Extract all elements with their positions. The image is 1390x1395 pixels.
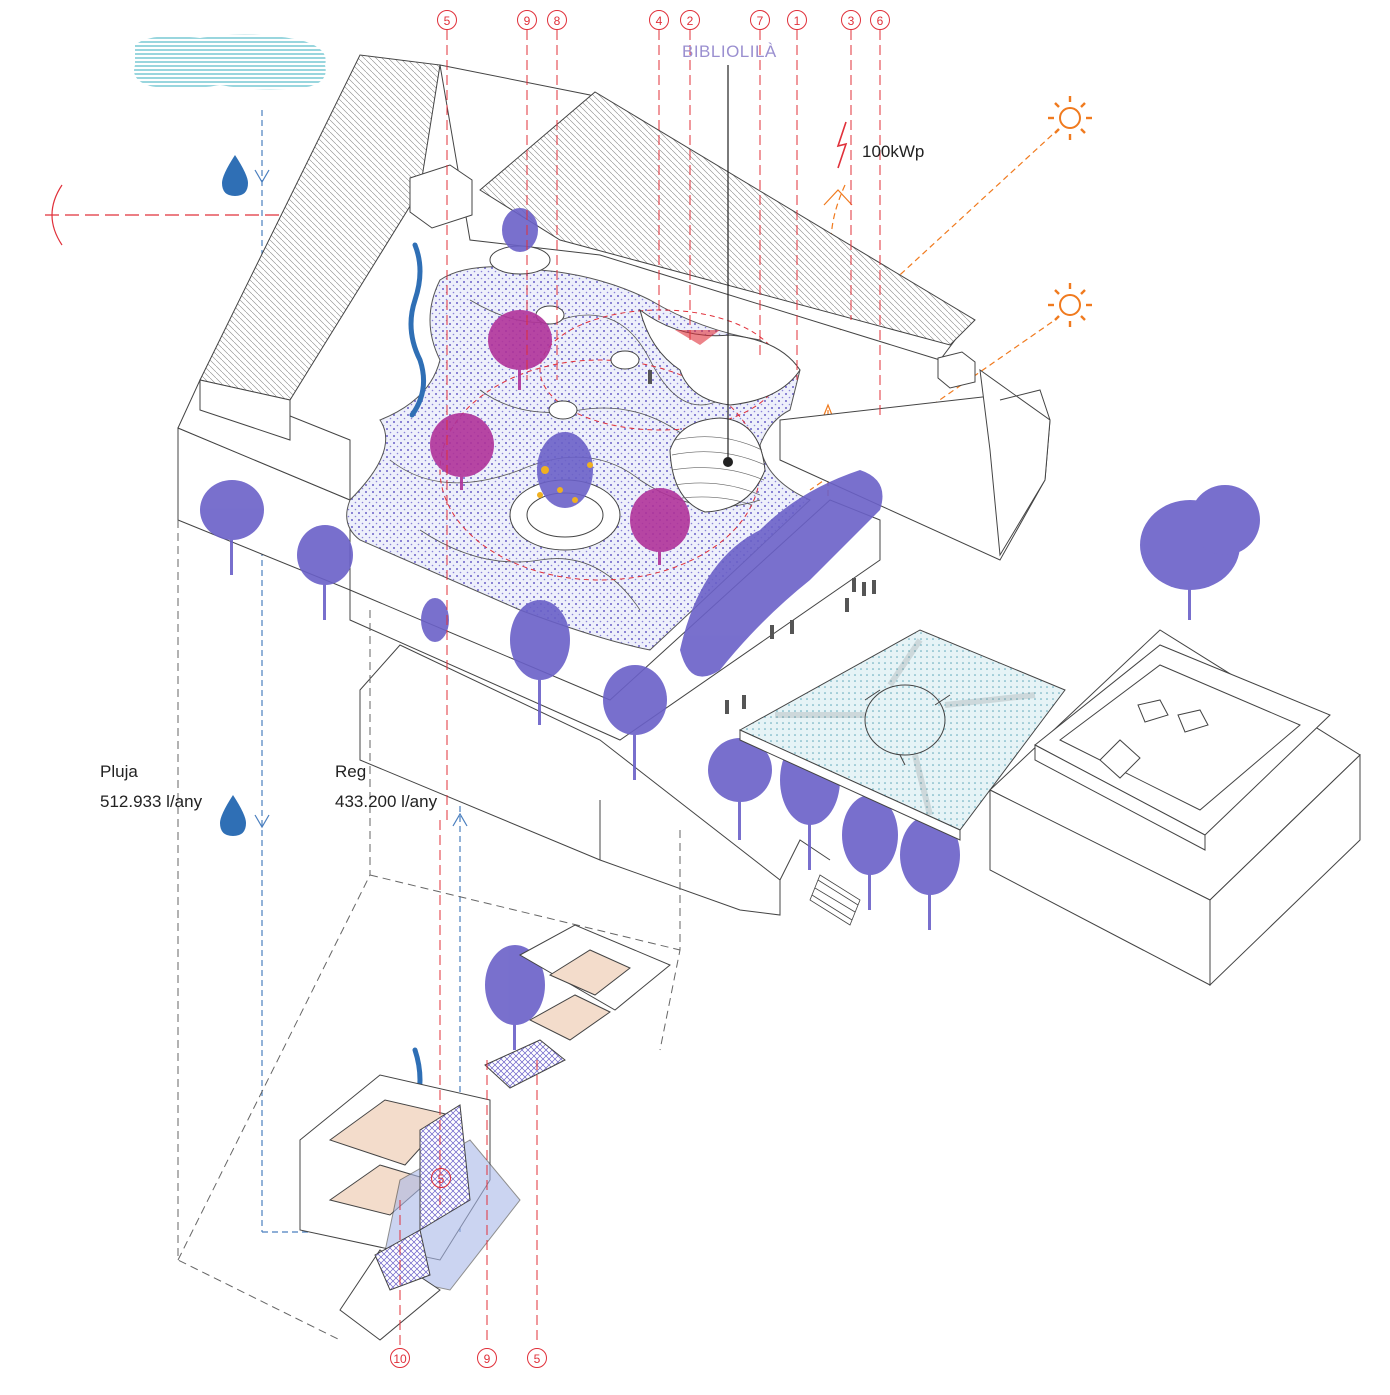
plaza <box>738 629 1066 841</box>
irrigation-label: Reg <box>335 762 367 781</box>
right-building <box>989 629 1361 987</box>
trees <box>200 208 1260 1050</box>
rain-drop-icon-lower <box>220 795 246 836</box>
underground-outline <box>177 520 681 1341</box>
section-marker-top-4: 4 <box>649 10 669 30</box>
lightning-icon <box>836 121 848 169</box>
irrigation-value: 433.200 l/any <box>335 792 438 811</box>
section-lines <box>399 30 881 1345</box>
underground-rooms <box>299 924 671 1341</box>
library-pointer <box>723 65 733 467</box>
section-marker-top-7: 1 <box>787 10 807 30</box>
energy-label: 100kWp <box>862 142 925 161</box>
section-marker-bottom-1: 10 <box>390 1348 410 1368</box>
library-title: BIBLIOLILÀ <box>682 42 777 61</box>
section-marker-top-1: 5 <box>437 10 457 30</box>
sun-icon <box>1048 96 1092 140</box>
rain-label: Pluja <box>100 762 138 781</box>
section-marker-top-3: 8 <box>547 10 567 30</box>
section-marker-mid: 5 <box>431 1168 451 1188</box>
section-marker-top-2: 9 <box>517 10 537 30</box>
rain-drop-icon <box>222 155 248 196</box>
rain-value: 512.933 l/any <box>100 792 203 811</box>
cloud <box>134 34 326 90</box>
section-marker-bottom-2: 9 <box>477 1348 497 1368</box>
sun-icon-lower <box>1048 283 1092 327</box>
section-marker-top-8: 3 <box>841 10 861 30</box>
section-marker-top-5: 2 <box>680 10 700 30</box>
section-marker-top-9: 6 <box>870 10 890 30</box>
section-marker-top-6: 7 <box>750 10 770 30</box>
section-marker-bottom-3: 5 <box>527 1348 547 1368</box>
